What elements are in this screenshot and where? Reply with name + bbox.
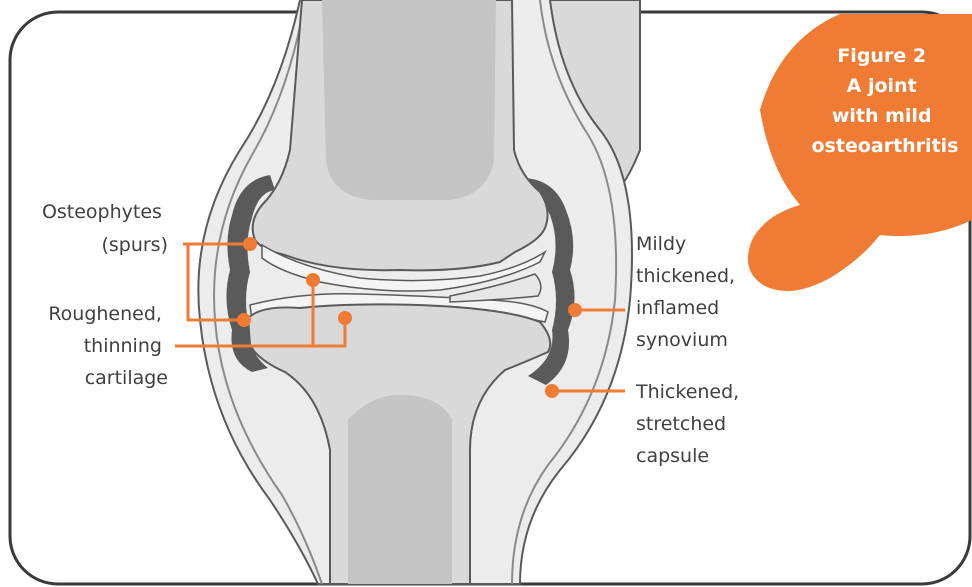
cartilage-marker-upper (306, 273, 320, 287)
tibia-core (348, 395, 452, 584)
osteophyte-marker-upper (243, 237, 257, 251)
osteophyte-marker-lower (237, 313, 251, 327)
figure-title-line-1: A joint (847, 75, 917, 97)
figure-title-line-2: with mild (832, 105, 932, 127)
figure-number: Figure 2 (837, 45, 926, 67)
cartilage-marker-lower (338, 311, 352, 325)
capsule-marker (545, 384, 559, 398)
synovium-marker (568, 303, 582, 317)
figure-title-line-3: osteoarthritis (812, 135, 959, 157)
femur-core (322, 0, 496, 200)
